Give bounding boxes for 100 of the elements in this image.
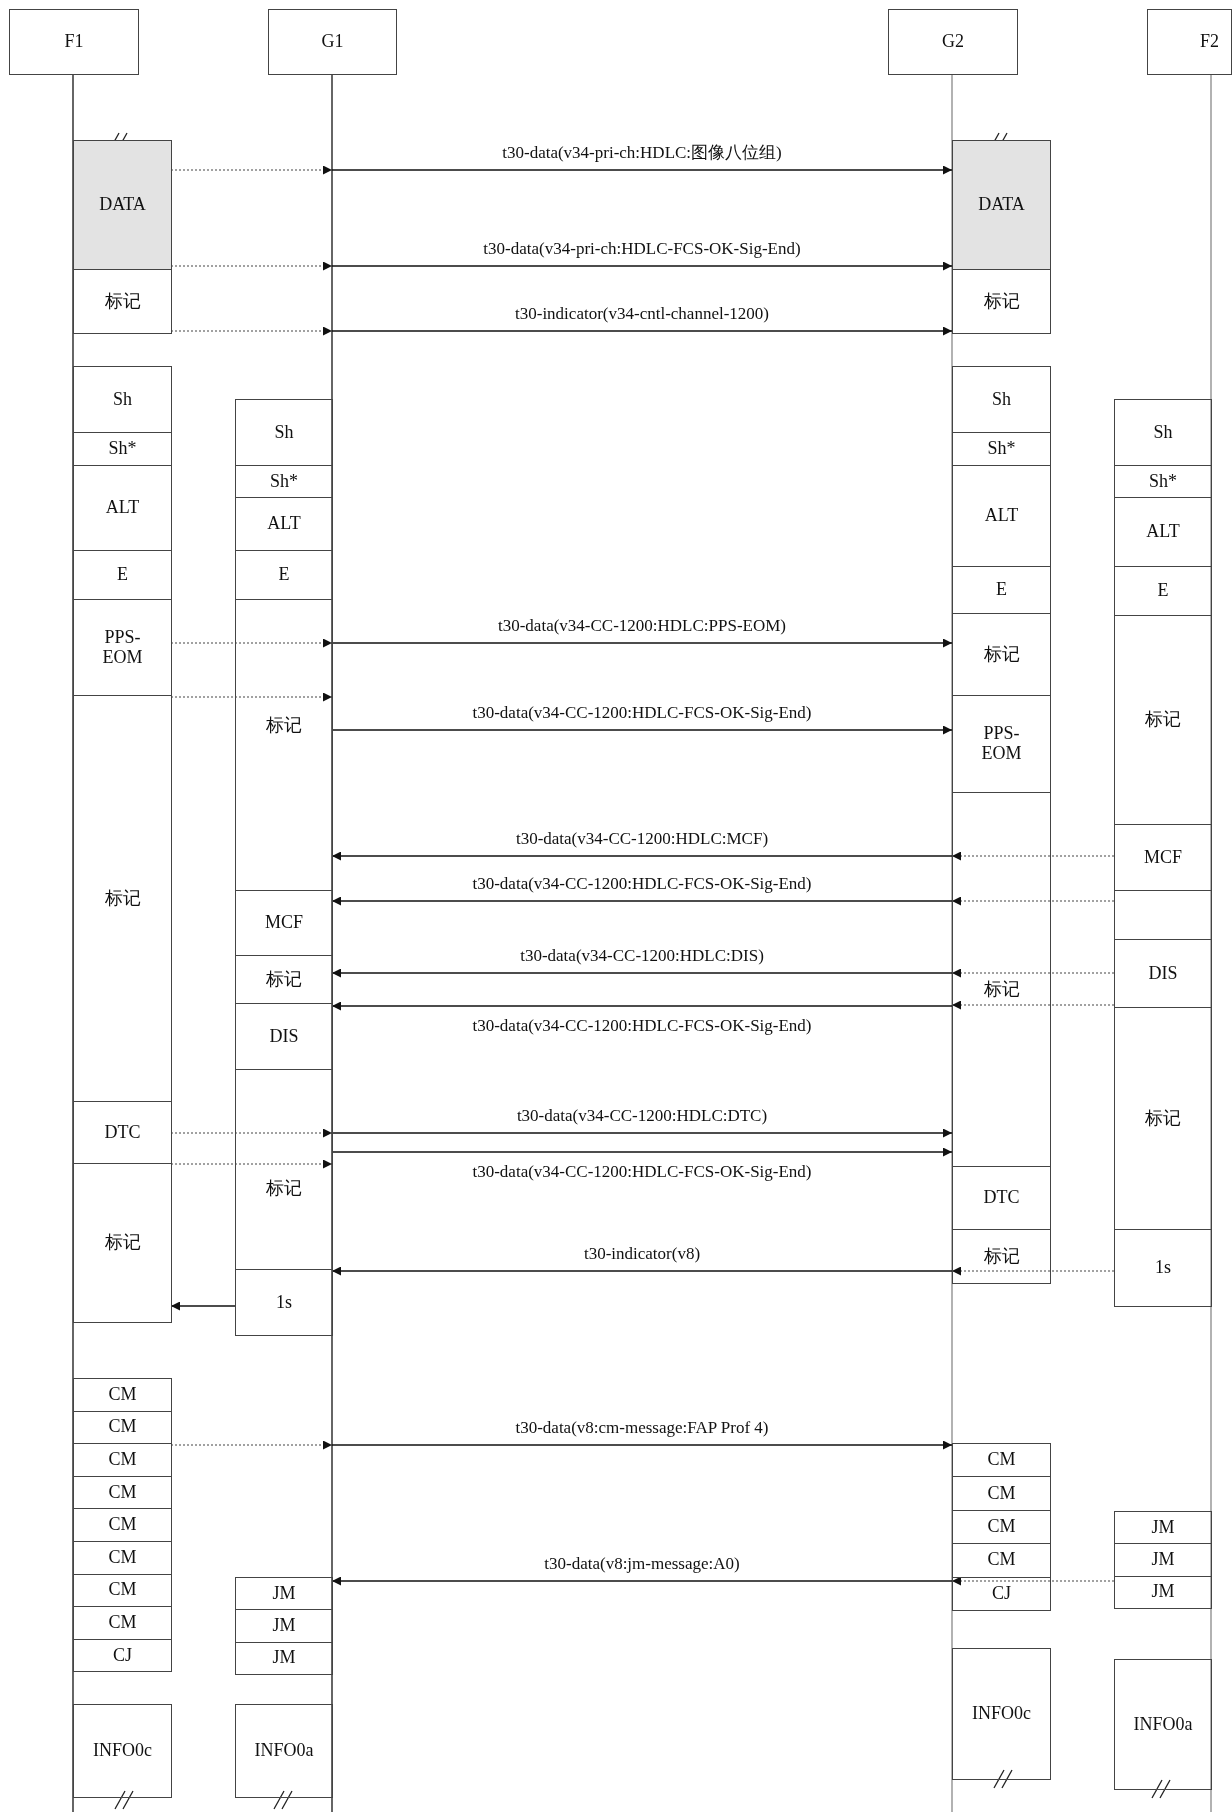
signal-label: CM (108, 1580, 137, 1601)
signal-box (235, 1609, 333, 1643)
signal-label: 标记 (266, 969, 302, 990)
signal-box (1114, 399, 1212, 466)
message-arrow (951, 896, 1115, 906)
signal-label: CM (987, 1550, 1016, 1571)
signal-box (235, 1704, 333, 1798)
message-arrow (170, 1159, 333, 1169)
signal-label: ALT (984, 506, 1019, 526)
message-arrow (331, 326, 953, 336)
signal-box (235, 1003, 333, 1070)
message-arrow (331, 896, 953, 906)
signal-label: JM (1151, 1582, 1175, 1603)
signal-label: E (1157, 581, 1169, 601)
signal-label: CM (987, 1517, 1016, 1537)
signal-label: Sh (274, 422, 294, 443)
signal-box (235, 955, 333, 1004)
signal-box (235, 497, 333, 551)
signal-box (952, 1648, 1051, 1780)
signal-label: Sh* (270, 471, 298, 492)
signal-label: Sh* (1149, 471, 1177, 492)
message-arrow (331, 1147, 953, 1157)
signal-label: JM (272, 1616, 296, 1636)
message-arrow (331, 1440, 953, 1450)
empty-box (1114, 890, 1212, 940)
signal-box (73, 1443, 172, 1477)
signal-label: INFO0c (93, 1741, 152, 1761)
edge-label: t30-data(v34-CC-1200:HDLC:DIS) (517, 946, 767, 966)
signal-box (73, 1101, 172, 1164)
message-arrow (331, 1266, 953, 1276)
signal-label: CJ (992, 1583, 1011, 1604)
edge-label: t30-indicator(v34-cntl-channel-1200) (512, 304, 772, 324)
signal-box (1114, 1007, 1212, 1230)
signal-label: ALT (1146, 522, 1180, 542)
signal-label: 标记 (1145, 710, 1181, 730)
signal-label: PPS-EOM (101, 627, 144, 668)
signal-box (73, 695, 172, 1102)
signal-box (235, 599, 333, 891)
signal-box (73, 1378, 172, 1412)
signal-label: JM (1151, 1517, 1175, 1538)
signal-box (73, 1163, 172, 1323)
signal-box (952, 465, 1051, 567)
signal-box (73, 269, 172, 334)
signal-box (73, 1508, 172, 1542)
signal-box (73, 1475, 172, 1510)
message-arrow (331, 165, 953, 175)
signal-label: CM (108, 1450, 137, 1470)
signal-box (952, 1166, 1051, 1230)
signal-box (1114, 566, 1212, 616)
signal-label: E (996, 580, 1007, 600)
signal-label: INFO0a (254, 1741, 314, 1761)
signal-box (952, 140, 1051, 270)
signal-label: JM (1151, 1550, 1175, 1570)
message-arrow (331, 638, 953, 648)
signal-box (235, 550, 333, 600)
participant-label: G1 (321, 32, 344, 52)
signal-label: 标记 (104, 888, 141, 909)
signal-label: Sh* (987, 439, 1016, 459)
signal-label: CM (108, 1417, 137, 1438)
message-arrow (331, 1576, 953, 1586)
signal-label: 标记 (265, 1179, 303, 1199)
signal-box (235, 399, 333, 466)
signal-box (73, 465, 172, 551)
signal-label: JM (272, 1583, 296, 1604)
signal-box (235, 1577, 333, 1611)
signal-label: DTC (104, 1122, 141, 1143)
signal-label: 标记 (983, 291, 1020, 312)
signal-label: Sh (113, 389, 132, 410)
signal-label: PPS-EOM (980, 724, 1023, 764)
message-arrow (170, 638, 333, 648)
signal-box (1114, 1575, 1212, 1609)
signal-box (1114, 615, 1212, 825)
signal-box (952, 432, 1051, 466)
signal-label: DATA (99, 195, 146, 215)
message-arrow (951, 1576, 1115, 1586)
signal-box (73, 366, 172, 433)
signal-box (73, 599, 172, 696)
message-arrow (331, 725, 953, 735)
message-arrow (170, 326, 333, 336)
signal-box (235, 1269, 333, 1336)
signal-box (952, 1509, 1051, 1545)
signal-label: DTC (983, 1188, 1020, 1208)
signal-box (1114, 1511, 1212, 1545)
signal-box (73, 1573, 172, 1608)
participant-label: G2 (942, 32, 964, 52)
signal-box (952, 792, 1051, 1167)
signal-box (1114, 465, 1212, 498)
signal-box (73, 1704, 172, 1798)
message-arrow (951, 1000, 1115, 1010)
signal-label: 1s (1155, 1258, 1171, 1278)
signal-box (1114, 497, 1212, 567)
signal-label: MCF (1144, 847, 1182, 868)
signal-box (235, 890, 333, 956)
signal-box (1114, 939, 1212, 1008)
signal-box (235, 1069, 333, 1270)
signal-box (73, 1541, 172, 1575)
signal-label: CM (987, 1483, 1016, 1504)
participant-box (268, 9, 397, 75)
message-arrow (331, 968, 953, 978)
signal-box (1114, 1543, 1212, 1577)
